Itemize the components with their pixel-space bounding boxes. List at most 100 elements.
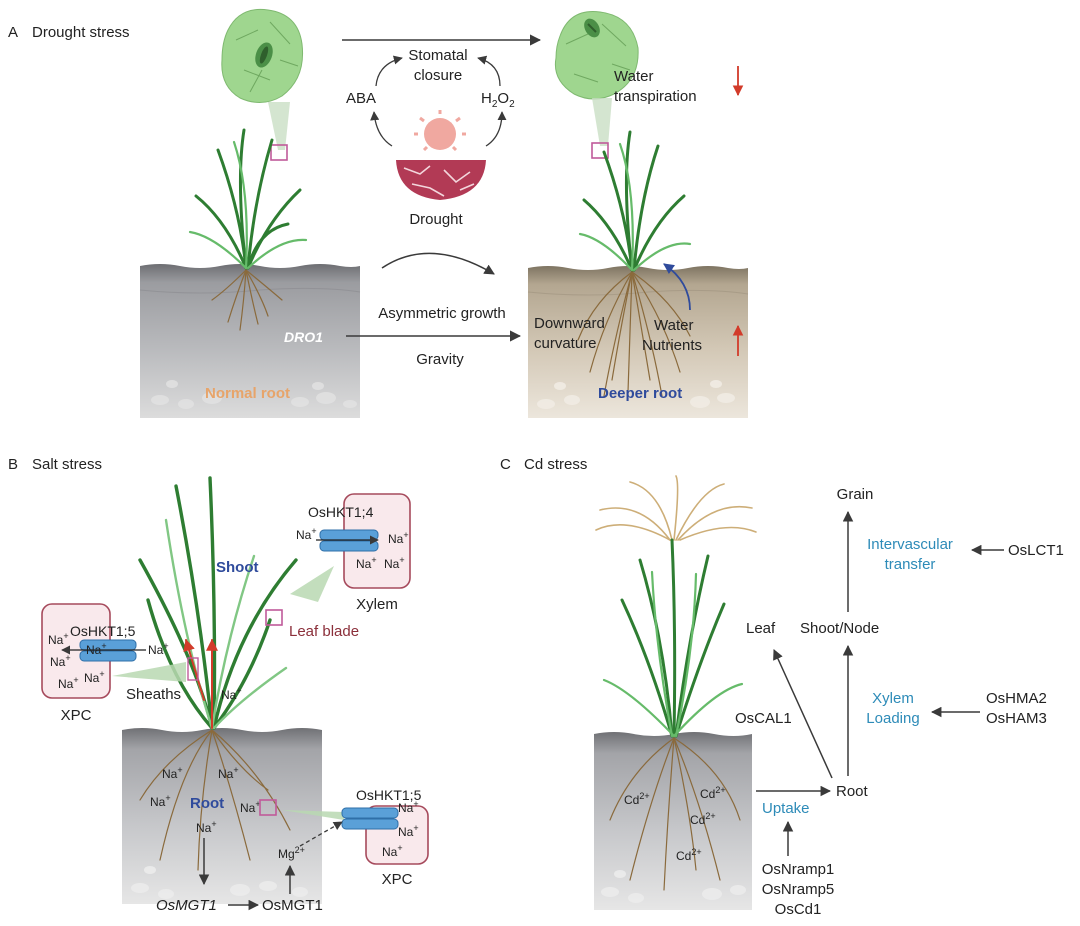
osnramp1-label: OsNramp1 (762, 861, 835, 878)
cd-label-3: Cd2+ (690, 811, 716, 827)
panel-c-title: Cd stress (524, 456, 587, 473)
xylem-loading-label-line1: Xylem (872, 690, 914, 707)
na-label-xpc-upper-4: Na+ (84, 669, 105, 685)
asymmetric-growth-label: Asymmetric growth (378, 305, 506, 322)
na-label-xpc-upper-1: Na+ (48, 631, 69, 647)
na-label-root-2: Na+ (218, 765, 239, 781)
xpc-right-label: XPC (382, 871, 413, 888)
xpc-cell-right (341, 805, 429, 865)
root-to-leaf-arrow (773, 649, 833, 779)
osmgt1-gene-label: OsMGT1 (156, 897, 217, 914)
soil-block-cd (594, 732, 752, 910)
na-label-xpc-lower-2: Na+ (398, 823, 419, 839)
root-label-salt: Root (190, 795, 224, 812)
na-label-stem: Na+ (221, 686, 242, 702)
drought-to-aba-arrow (370, 111, 393, 147)
stomatal-closure-label-line2: closure (414, 67, 462, 84)
na-label-xpc-lower-1: Na+ (398, 799, 419, 815)
osmgt1-protein-label: OsMGT1 (262, 897, 323, 914)
na-label-xpc-lower-3: Na+ (382, 843, 403, 859)
sheath-zoom-box (187, 657, 199, 681)
deeper-root-label: Deeper root (598, 385, 682, 402)
soil-block-salt (122, 728, 322, 904)
uptake-label: Uptake (762, 800, 810, 817)
root-zoom-wedge (282, 810, 344, 820)
normal-root-label: Normal root (205, 385, 290, 402)
mg-label: Mg2+ (278, 845, 305, 861)
na-label-xpc-upper-2: Na+ (50, 653, 71, 669)
rice-plant-normal-icon (188, 128, 308, 331)
water-uptake-arrow (663, 263, 691, 311)
root-zoom-box (259, 799, 277, 816)
xpc-left-label: XPC (61, 707, 92, 724)
nutrients-label: Nutrients (642, 337, 702, 354)
oshkt14-label: OsHKT1;4 (308, 504, 374, 520)
sheaths-label: Sheaths (126, 686, 181, 703)
sheath-zoom-wedge (112, 662, 186, 682)
panel-a: A Drought stress Stomatal closure ABA H2… (8, 8, 749, 418)
soil-block-deeper (527, 266, 749, 418)
na-label-root-4: Na+ (240, 799, 261, 815)
xylem-zoom-wedge (290, 566, 334, 602)
shoot-label: Shoot (216, 559, 259, 576)
aba-label: ABA (346, 90, 376, 107)
drought-label: Drought (409, 211, 463, 228)
leaf-blade-label: Leaf blade (289, 623, 359, 640)
panel-a-title: Drought stress (32, 24, 130, 41)
na-label-xylem-2: Na+ (356, 555, 377, 571)
oslct1-label: OsLCT1 (1008, 542, 1064, 559)
shoot-node-label: Shoot/Node (800, 620, 879, 637)
soil-block-normal (139, 264, 361, 418)
leaf-label: Leaf (746, 620, 776, 637)
panel-b-letter: B (8, 456, 18, 473)
stomatal-closure-label-line1: Stomatal (408, 47, 467, 64)
na-label-xpc-upper-channel: Na+ (86, 641, 107, 657)
osnramp5-label: OsNramp5 (762, 881, 835, 898)
panel-a-letter: A (8, 24, 18, 41)
oscal1-label: OsCAL1 (735, 710, 792, 727)
h2o2-to-closure-arrow (477, 55, 501, 87)
gravity-label: Gravity (416, 351, 464, 368)
rice-plant-cd-icon (595, 475, 757, 891)
intervascular-transfer-label-line1: Intervascular (867, 536, 953, 553)
intervascular-transfer-label-line2: transfer (885, 556, 936, 573)
leaf-epidermis-closed-icon (554, 11, 639, 159)
na-label-xylem-in: Na+ (296, 526, 317, 542)
downward-curvature-label-line1: Downward (534, 315, 605, 332)
na-label-xylem-3: Na+ (384, 555, 405, 571)
leaf-blade-zoom-box (265, 609, 283, 626)
oshkt15-lower-label: OsHKT1;5 (356, 787, 422, 803)
osham3-label: OsHAM3 (986, 710, 1047, 727)
mg-signal-dashed-arrow (299, 821, 343, 847)
panel-b: B Salt stress (8, 456, 429, 914)
oshma2-label: OsHMA2 (986, 690, 1047, 707)
leaf-epidermis-open-icon (221, 8, 304, 161)
dro1-gene-label: DRO1 (284, 329, 323, 345)
oshkt15-upper-label: OsHKT1;5 (70, 623, 136, 639)
cd-label-1: Cd2+ (624, 791, 650, 807)
panel-c: C Cd stress (500, 456, 1064, 918)
panel-c-letter: C (500, 456, 511, 473)
downward-curvature-label-line2: curvature (534, 335, 597, 352)
cd-label-4: Cd2+ (676, 847, 702, 863)
cd-label-2: Cd2+ (700, 785, 726, 801)
drought-to-h2o2-arrow (485, 111, 507, 147)
xpc-cell-left (41, 603, 137, 699)
water-transpiration-label-line2: transpiration (614, 88, 697, 105)
h2o2-label: H2O2 (481, 90, 515, 110)
na-label-root-5: Na+ (196, 819, 217, 835)
water-label: Water (654, 317, 693, 334)
na-label-sheath-out: Na+ (148, 641, 169, 657)
asymmetric-growth-arrow (381, 252, 495, 275)
oscd1-label: OsCd1 (775, 901, 822, 918)
na-label-xylem-1: Na+ (388, 530, 409, 546)
xylem-label: Xylem (356, 596, 398, 613)
water-transpiration-label-line1: Water (614, 68, 653, 85)
grain-label: Grain (837, 486, 874, 503)
na-label-root-3: Na+ (150, 793, 171, 809)
panel-b-title: Salt stress (32, 456, 102, 473)
aba-to-closure-arrow (375, 55, 403, 87)
root-label-cd: Root (836, 783, 869, 800)
dry-cracked-soil-icon (396, 160, 486, 200)
